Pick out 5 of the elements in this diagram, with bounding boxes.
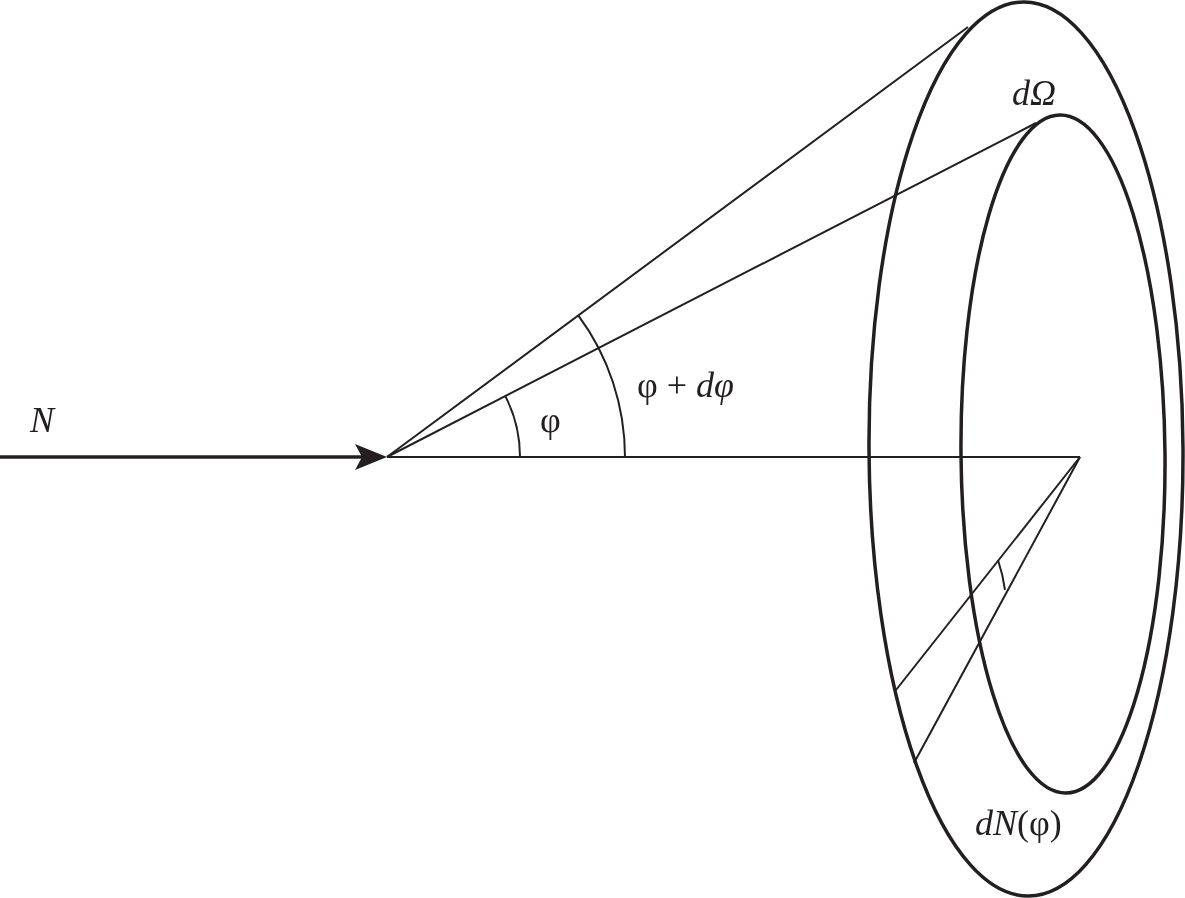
angle-label: φ + dφ [637, 367, 734, 403]
solid-angle-label: dΩ [1012, 75, 1057, 111]
quantity-label: dN(φ) [975, 805, 1062, 841]
symbol-label: N [30, 402, 54, 438]
angle-label: φ [540, 402, 561, 438]
